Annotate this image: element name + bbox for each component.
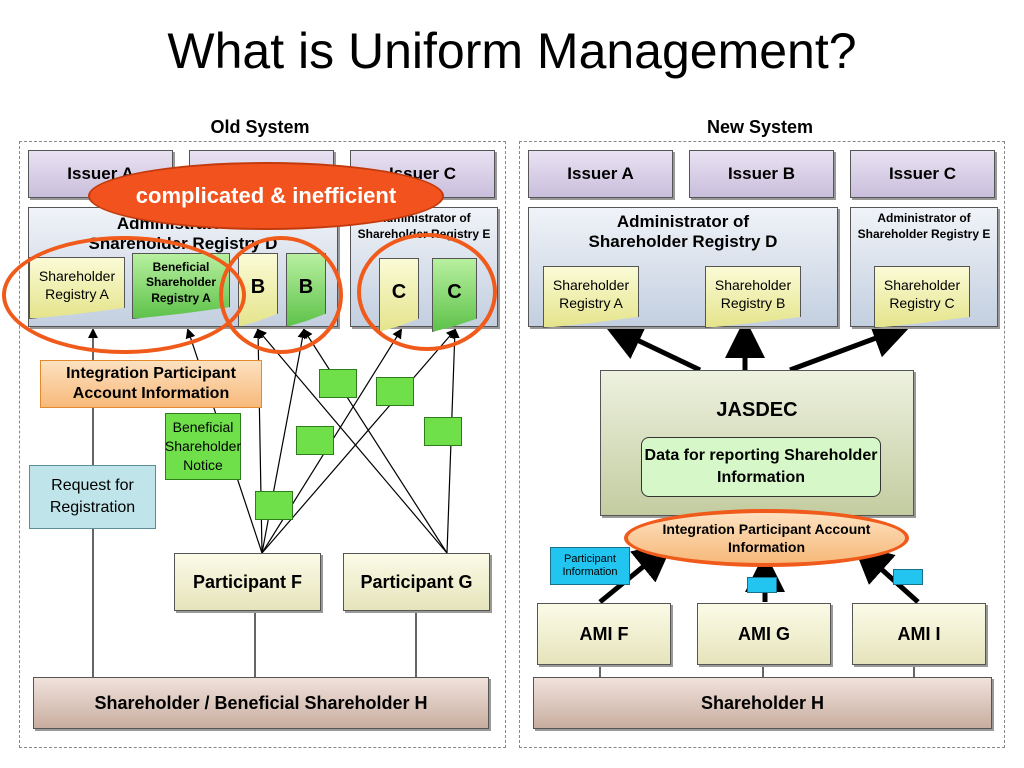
arrow-jasdec-to-registry-a xyxy=(602,322,702,373)
new-integration-info: Integration Participant Account Informat… xyxy=(624,509,909,567)
arrow-jasdec-to-registry-c xyxy=(789,319,913,373)
ami-f: AMI F xyxy=(537,603,671,665)
new-issuer-c: Issuer C xyxy=(850,150,995,198)
new-shareholder-h: Shareholder H xyxy=(533,677,992,729)
new-issuer-a: Issuer A xyxy=(528,150,673,198)
highlight-ring xyxy=(2,236,246,354)
old-integration-info: Integration Participant Account Informat… xyxy=(40,360,262,408)
arrow-ami-f-to-integration xyxy=(598,541,674,604)
participant-information: Participant Information xyxy=(550,547,630,585)
ami-g: AMI G xyxy=(697,603,831,665)
info-square xyxy=(747,577,777,593)
new-system-label: New System xyxy=(706,117,814,137)
new-registry-b: Shareholder Registry B xyxy=(705,266,801,328)
arrow-ami-i-to-integration xyxy=(852,543,920,604)
info-square xyxy=(893,569,923,585)
arrow-g-to-doc-b2 xyxy=(302,328,448,554)
jasdec-title: JASDEC xyxy=(716,399,798,421)
participant-f: Participant F xyxy=(174,553,321,611)
new-registry-a: Shareholder Registry A xyxy=(543,266,639,328)
new-system-panel xyxy=(519,141,1005,748)
arrow-f-to-doc-c2 xyxy=(261,328,457,554)
ami-i: AMI I xyxy=(852,603,986,665)
new-admin-d-line2: Shareholder Registry D xyxy=(588,232,778,251)
page-title: What is Uniform Management? xyxy=(167,23,857,79)
highlight-ring xyxy=(219,236,343,354)
highlight-ring xyxy=(357,233,497,351)
data-for-reporting: Data for reporting Shareholder Informati… xyxy=(641,437,881,497)
old-shareholder-h: Shareholder / Beneficial Shareholder H xyxy=(33,677,489,729)
notice-square xyxy=(319,369,357,398)
old-system-panel xyxy=(19,141,506,748)
notice-square xyxy=(296,426,334,455)
callout-complicated: complicated & inefficient xyxy=(88,162,444,230)
arrow-g-to-doc-b1 xyxy=(256,328,448,554)
old-system-label: Old System xyxy=(210,117,310,137)
new-admin-d-line1: Administrator of xyxy=(616,212,750,231)
notice-square xyxy=(255,491,293,520)
new-issuer-b: Issuer B xyxy=(689,150,834,198)
notice-square xyxy=(376,377,414,406)
notice-square xyxy=(424,417,462,446)
participant-g: Participant G xyxy=(343,553,490,611)
beneficial-shareholder-notice: Beneficial Shareholder Notice xyxy=(165,413,241,480)
request-for-registration: Request for Registration xyxy=(29,465,156,529)
